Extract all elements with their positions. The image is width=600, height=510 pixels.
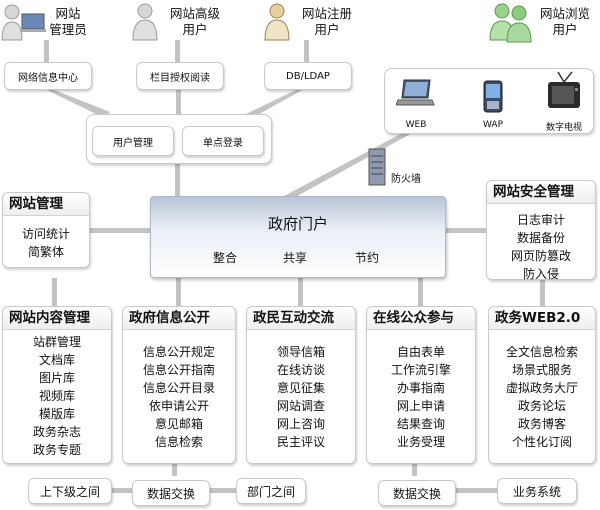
info-center-box: 网络信息中心 xyxy=(4,62,92,90)
intrusion-prevention-item: 防入侵 xyxy=(522,267,559,281)
laptop-icon xyxy=(396,79,435,106)
web20-item: 场景式服务 xyxy=(511,363,572,377)
content-item: 图片库 xyxy=(38,371,75,385)
content-management-title: 网站内容管理 xyxy=(3,307,111,330)
disclosure-item: 信息公开规定 xyxy=(142,345,215,359)
web20-item: 虚拟政务大厅 xyxy=(505,381,578,395)
user-management-box: 用户管理 xyxy=(92,126,174,156)
advanced-user-icon xyxy=(132,3,158,41)
registered-user-label: 网站注册 用户 xyxy=(301,6,352,37)
participation-item: 自由表单 xyxy=(396,345,445,359)
interaction-title: 政民互动交流 xyxy=(247,307,355,330)
participation-item: 网上申请 xyxy=(396,399,445,413)
between-departments-box: 部门之间 xyxy=(236,478,306,504)
participation-item: 工作流引擎 xyxy=(390,363,451,377)
data-exchange-box-2: 数据交换 xyxy=(378,480,456,506)
content-item: 模版库 xyxy=(38,407,75,421)
log-audit-item: 日志审计 xyxy=(516,213,565,227)
admin-user-icon xyxy=(1,4,46,41)
gov-web20-panel: 政务WEB2.0 全文信息检索 场景式服务 虚拟政务大厅 政务论坛 政务博客 个… xyxy=(488,306,596,464)
content-item: 视频库 xyxy=(38,389,75,403)
simplified-traditional-item: 简繁体 xyxy=(27,245,64,259)
single-sign-on-box: 单点登录 xyxy=(182,126,264,156)
portal-integrate: 整合 xyxy=(213,251,238,265)
wap-label: WAP xyxy=(483,120,503,130)
web20-item: 政务博客 xyxy=(517,417,566,431)
content-management-panel: 网站内容管理 站群管理 文档库 图片库 视频库 模版库 政务杂志 政务专题 xyxy=(2,306,112,464)
disclosure-item: 信息公开指南 xyxy=(142,363,215,377)
column-auth-box: 栏目授权阅读 xyxy=(136,62,224,90)
browse-users-icon xyxy=(489,3,532,43)
between-levels-box: 上下级之间 xyxy=(28,478,112,504)
firewall-server-icon xyxy=(368,148,386,186)
site-security-panel: 网站安全管理 日志审计 数据备份 网页防篡改 防入侵 xyxy=(486,180,596,281)
site-management-panel: 网站管理 访问统计 简繁体 xyxy=(2,192,90,268)
browse-user-label: 网站浏览 用户 xyxy=(539,6,590,37)
content-item: 政务杂志 xyxy=(32,425,81,439)
public-participation-panel: 在线公众参与 自由表单 工作流引擎 办事指南 网上申请 结果查询 业务受理 xyxy=(366,306,476,464)
tamper-protection-item: 网页防篡改 xyxy=(510,249,571,263)
interaction-item: 意见征集 xyxy=(276,381,325,395)
site-security-title: 网站安全管理 xyxy=(487,181,595,204)
interaction-item: 民主评议 xyxy=(276,435,325,449)
government-portal: 政府门户 整合 共享 节约 xyxy=(150,196,446,278)
info-disclosure-panel: 政府信息公开 信息公开规定 信息公开指南 信息公开目录 依申请公开 意见邮箱 信… xyxy=(122,306,236,464)
web-label: WEB xyxy=(405,120,427,130)
data-exchange-box-1: 数据交换 xyxy=(132,480,210,506)
participation-item: 结果查询 xyxy=(396,417,445,431)
info-disclosure-title: 政府信息公开 xyxy=(123,307,235,330)
interaction-item: 领导信箱 xyxy=(276,345,325,359)
participation-item: 业务受理 xyxy=(396,435,445,449)
interaction-item: 网站调查 xyxy=(276,399,325,413)
admin-user-label: 网站 管理员 xyxy=(49,6,87,37)
interaction-item: 网上咨询 xyxy=(276,417,325,431)
disclosure-item: 信息公开目录 xyxy=(142,381,215,395)
business-system-box: 业务系统 xyxy=(497,478,577,504)
mobile-device-icon xyxy=(483,80,503,113)
content-item: 政务专题 xyxy=(32,443,81,457)
web20-item: 全文信息检索 xyxy=(505,345,578,359)
web20-item: 政务论坛 xyxy=(517,399,566,413)
content-item: 站群管理 xyxy=(32,335,81,349)
access-stats-item: 访问统计 xyxy=(21,227,70,241)
portal-economize: 节约 xyxy=(355,251,380,265)
portal-title: 政府门户 xyxy=(267,215,328,233)
ldap-box: DB/LDAP xyxy=(264,62,352,90)
content-item: 文档库 xyxy=(38,353,75,367)
web20-item: 个性化订阅 xyxy=(511,435,572,449)
tv-icon xyxy=(548,71,580,108)
firewall-label: 防火墙 xyxy=(391,174,421,185)
participation-item: 办事指南 xyxy=(396,381,445,395)
public-participation-title: 在线公众参与 xyxy=(367,307,475,330)
advanced-user-label: 网站高级 用户 xyxy=(169,6,220,37)
disclosure-item: 意见邮箱 xyxy=(154,417,203,431)
disclosure-item: 依申请公开 xyxy=(148,399,209,413)
interaction-item: 在线访谈 xyxy=(276,363,325,377)
registered-user-icon xyxy=(264,3,290,41)
interaction-panel: 政民互动交流 领导信箱 在线访谈 意见征集 网站调查 网上咨询 民主评议 xyxy=(246,306,356,464)
site-management-title: 网站管理 xyxy=(3,193,89,216)
data-backup-item: 数据备份 xyxy=(516,231,565,245)
gov-web20-title: 政务WEB2.0 xyxy=(489,307,595,330)
portal-share: 共享 xyxy=(283,251,308,265)
digital-tv-label: 数字电视 xyxy=(545,123,582,133)
disclosure-item: 信息检索 xyxy=(154,435,203,449)
